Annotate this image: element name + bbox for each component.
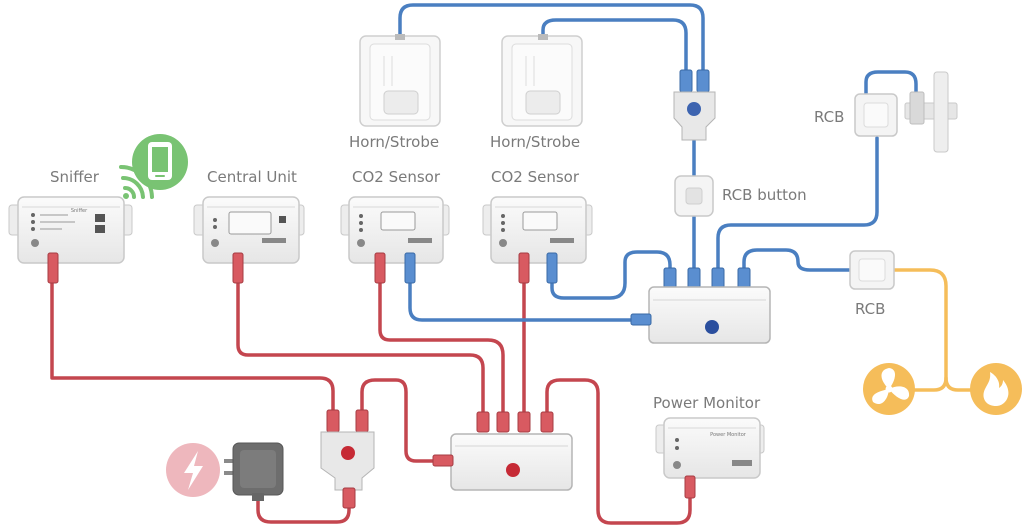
cable-rcbvalve-data bbox=[716, 136, 879, 272]
power-adapter bbox=[224, 442, 284, 501]
power-monitor-device: Power Monitor bbox=[655, 417, 765, 499]
co2-sensor-2-device bbox=[482, 196, 593, 284]
label-rcb-relay: RCB bbox=[855, 300, 886, 318]
cable-co2a-power bbox=[378, 281, 505, 416]
label-rcb-valve: RCB bbox=[814, 108, 845, 126]
label-central-unit: Central Unit bbox=[207, 168, 297, 186]
data-cables bbox=[398, 3, 918, 322]
central-unit-device bbox=[193, 196, 305, 284]
rcb-button-device bbox=[674, 175, 714, 217]
cable-sniffer-power bbox=[50, 280, 335, 414]
cable-relay-loop bbox=[891, 268, 948, 392]
fan-icon bbox=[863, 363, 915, 415]
cable-co2b-data bbox=[550, 250, 672, 300]
power-monitor-brand-text: Power Monitor bbox=[710, 432, 747, 438]
cable-horn1-data bbox=[398, 3, 705, 74]
data-hub bbox=[630, 267, 771, 344]
label-horn-strobe-1: Horn/Strobe bbox=[349, 133, 440, 151]
horn-strobe-1-device bbox=[359, 34, 441, 127]
cable-adapter-power bbox=[256, 495, 351, 524]
rcb-relay-device bbox=[849, 250, 895, 290]
lightning-icon bbox=[166, 443, 220, 497]
rcb-valve-device bbox=[854, 71, 958, 153]
horn-strobe-2-device bbox=[501, 34, 583, 127]
co2-sensor-1-device bbox=[340, 196, 450, 284]
cable-hub-to-powermonitor bbox=[545, 378, 692, 525]
label-sniffer: Sniffer bbox=[50, 168, 99, 186]
phone-icon bbox=[132, 134, 188, 190]
cable-relay-to-flame bbox=[944, 376, 977, 392]
cable-hub-to-rcbrelay bbox=[742, 248, 854, 272]
power-cables bbox=[50, 280, 692, 525]
label-co2-sensor-1: CO2 Sensor bbox=[352, 168, 441, 186]
flame-icon bbox=[970, 363, 1022, 415]
sniffer-brand-text: Sniffer bbox=[71, 208, 88, 214]
wifi-waves-icon bbox=[119, 165, 154, 199]
label-co2-sensor-2: CO2 Sensor bbox=[491, 168, 580, 186]
label-power-monitor: Power Monitor bbox=[653, 394, 761, 412]
sniffer-device: Sniffer bbox=[8, 196, 133, 284]
cable-horn2-data bbox=[541, 18, 688, 74]
cable-splitter-to-hub bbox=[360, 378, 435, 463]
label-horn-strobe-2: Horn/Strobe bbox=[490, 133, 581, 151]
cable-central-power bbox=[236, 280, 485, 416]
relay-cables bbox=[891, 268, 977, 392]
data-splitter bbox=[673, 69, 716, 141]
cable-co2a-data bbox=[408, 281, 637, 322]
cable-rcbvalve-loop bbox=[864, 70, 918, 100]
power-splitter bbox=[320, 409, 375, 509]
power-hub bbox=[432, 411, 573, 491]
label-rcb-button: RCB button bbox=[722, 186, 807, 204]
